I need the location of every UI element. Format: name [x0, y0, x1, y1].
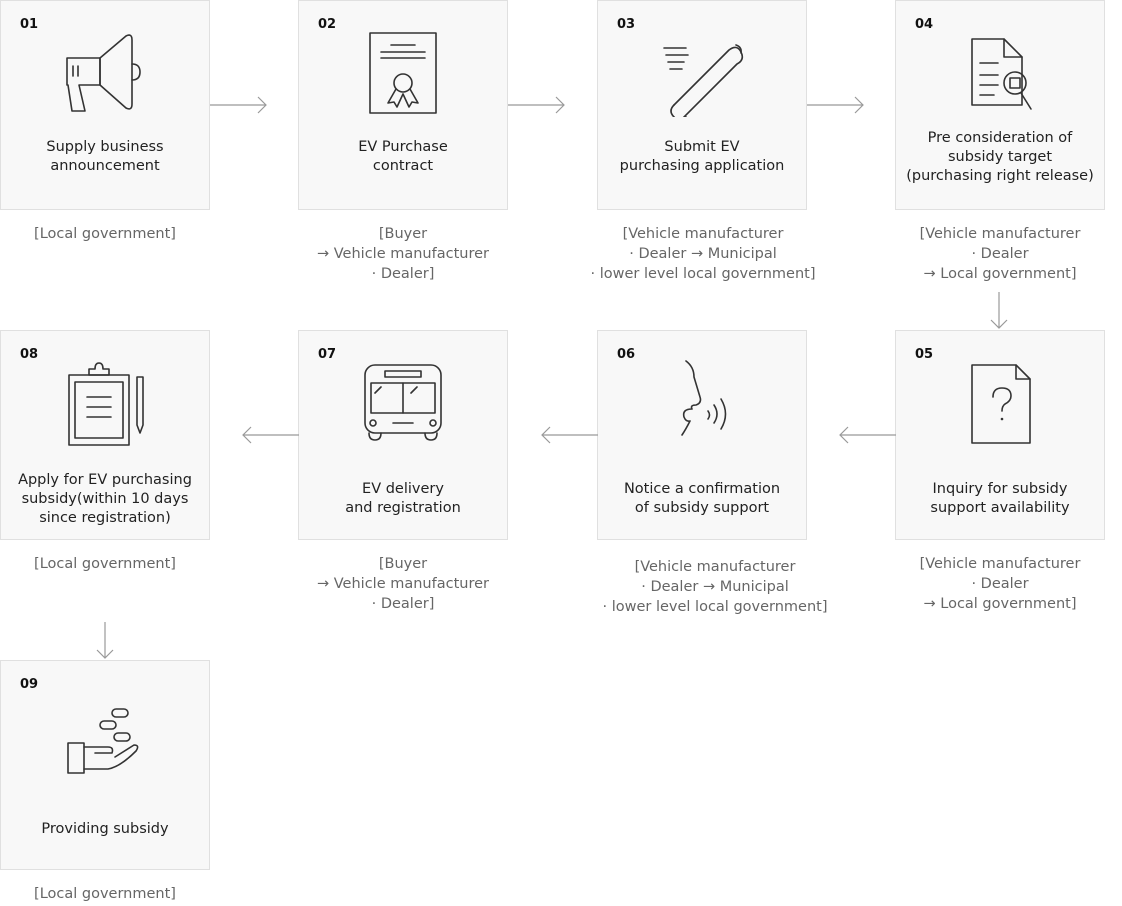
step-title: Apply for EV purchasing subsidy(within 1… [18, 471, 192, 526]
arrow-down-icon [96, 622, 114, 659]
arrow-left-icon [242, 426, 299, 444]
step-title: EV delivery and registration [345, 481, 461, 516]
speaking-face-icon [681, 360, 727, 436]
step-08-caption: [Local government] [34, 556, 176, 572]
step-02-caption: [Buyer → Vehicle manufacturer · Dealer] [317, 226, 489, 282]
step-06-caption: [Vehicle manufacturer · Dealer → Municip… [602, 559, 828, 615]
scroll-icon [663, 44, 744, 117]
arrow-down-icon [990, 292, 1008, 329]
certificate-icon [369, 32, 437, 114]
step-01-caption: [Local government] [34, 226, 176, 242]
step-title: Submit EV purchasing application [619, 139, 785, 174]
step-number: 03 [617, 17, 636, 32]
step-02: 02 EV Purchase contract [298, 0, 508, 210]
arrow-right-icon [210, 96, 267, 114]
megaphone-icon [66, 34, 141, 112]
step-04: 04 Pre consideration of subsidy target (… [895, 0, 1105, 210]
step-03-caption: [Vehicle manufacturer · Dealer → Municip… [590, 226, 816, 282]
step-07-caption: [Buyer → Vehicle manufacturer · Dealer] [317, 556, 489, 612]
step-title: Inquiry for subsidy support availability [930, 481, 1070, 516]
step-title: Notice a confirmation of subsidy support [623, 481, 781, 516]
step-09-caption: [Local government] [34, 886, 176, 902]
hand-coins-icon [67, 708, 139, 774]
step-number: 04 [915, 17, 934, 32]
bus-icon [364, 364, 442, 441]
step-number: 05 [915, 347, 934, 362]
step-09: 09 Providing subsidy [0, 660, 210, 870]
step-title: Pre consideration of subsidy target (pur… [906, 129, 1094, 184]
step-07: 07 EV delivery and registration [298, 330, 508, 540]
step-05: 05 Inquiry for subsidy support availabil… [895, 330, 1105, 540]
step-title: Providing subsidy [41, 820, 169, 837]
step-title: EV Purchase contract [358, 139, 448, 174]
step-05-caption: [Vehicle manufacturer · Dealer → Local g… [919, 556, 1081, 612]
arrow-left-icon [839, 426, 896, 444]
arrow-right-icon [508, 96, 565, 114]
step-number: 07 [318, 347, 337, 362]
step-06: 06 Notice a confirmation of subsidy supp… [597, 330, 807, 540]
document-question-icon [971, 364, 1031, 444]
step-number: 08 [20, 347, 39, 362]
arrow-left-icon [541, 426, 598, 444]
document-search-icon [971, 38, 1032, 110]
step-01: 01 Supply business announcement [0, 0, 210, 210]
step-number: 09 [20, 677, 39, 692]
arrow-right-icon [807, 96, 864, 114]
step-title: Supply business announcement [46, 139, 164, 174]
step-08: 08 Apply for EV purchasing subsidy(withi… [0, 330, 210, 540]
step-04-caption: [Vehicle manufacturer · Dealer → Local g… [919, 226, 1081, 282]
step-number: 02 [318, 17, 337, 32]
step-03: 03 Submit EV purchasing application [597, 0, 807, 210]
step-number: 01 [20, 17, 39, 32]
step-number: 06 [617, 347, 636, 362]
clipboard-pencil-icon [68, 362, 144, 446]
